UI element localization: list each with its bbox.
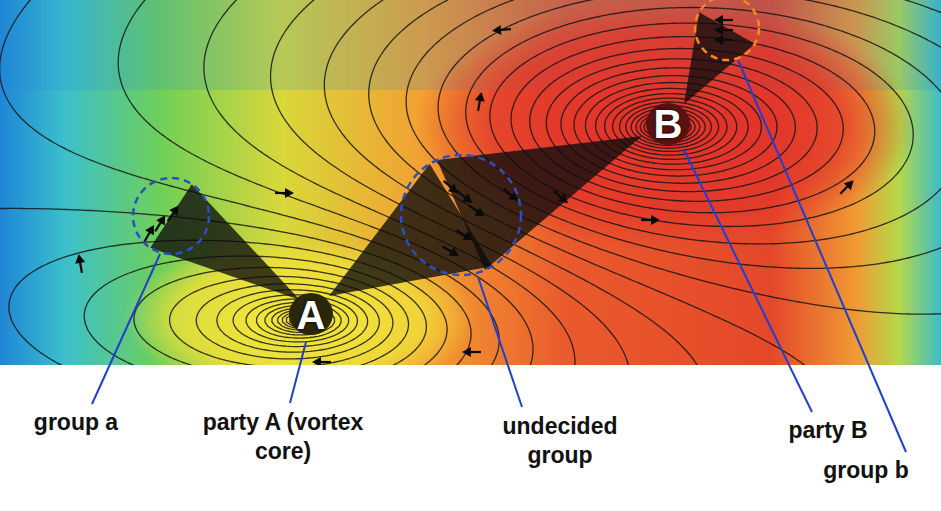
dashed-circle: [695, 0, 759, 60]
arrow-head: [844, 177, 857, 190]
streamline: [612, 98, 727, 155]
streamline: [0, 0, 941, 365]
streamline: [0, 0, 941, 365]
core-letter: A: [297, 290, 326, 340]
arrow-head: [462, 193, 475, 206]
streamline: [0, 0, 941, 365]
streamline: [118, 0, 941, 365]
flow-arrow: [714, 35, 733, 45]
flow-arrow: [492, 24, 512, 36]
leader-line: [92, 254, 160, 404]
arrow-head: [651, 215, 660, 225]
flow-arrow: [74, 253, 87, 273]
streamline: [0, 0, 941, 365]
arrow-head: [558, 194, 571, 207]
leader-lines: [92, 60, 906, 452]
flow-arrow: [312, 357, 331, 365]
arrow-head: [74, 253, 85, 264]
flow-arrow: [440, 177, 461, 197]
flow-arrow: [500, 185, 521, 205]
flow-arrow: [473, 91, 486, 111]
arrow-head: [156, 213, 169, 226]
streamline: [0, 0, 941, 365]
arrow-head: [463, 231, 476, 244]
influence-wedge: [150, 184, 300, 300]
flow-arrow: [440, 242, 461, 260]
dashed-circle: [133, 178, 209, 254]
streamline: [324, 0, 941, 365]
leader-line: [738, 60, 906, 452]
streamline: [0, 0, 941, 365]
arrow-head: [714, 35, 723, 45]
streamline: [0, 0, 941, 365]
streamline: [0, 0, 941, 365]
streamlines: [0, 0, 941, 365]
streamline: [0, 0, 941, 365]
streamline: [271, 0, 941, 365]
arrow-head: [285, 188, 294, 198]
streamline: [204, 0, 941, 365]
arrow-head: [474, 207, 487, 220]
flow-arrows: [74, 15, 858, 365]
arrow-head: [714, 25, 723, 35]
streamline: [0, 0, 941, 365]
streamline: [0, 0, 941, 365]
streamline: [0, 0, 941, 365]
leader-line: [290, 342, 306, 403]
flow-arrow: [641, 215, 660, 225]
flow-arrow: [714, 15, 733, 25]
flow-arrow: [454, 187, 475, 207]
arrow-head: [714, 15, 723, 25]
flow-arrow: [837, 177, 858, 198]
influence-wedges: [150, 12, 755, 300]
flow-arrow: [466, 202, 487, 221]
streamline: [406, 0, 941, 314]
streamline: [0, 0, 941, 365]
flow-arrow: [164, 203, 183, 224]
streamline: [0, 0, 941, 365]
flow-arrow: [140, 223, 158, 244]
core-letter: B: [654, 99, 683, 149]
callout-label: undecided group: [485, 412, 635, 470]
arrow-head: [312, 357, 321, 365]
flow-arrow: [275, 188, 294, 198]
leader-line: [478, 277, 522, 407]
arrow-head: [448, 184, 461, 197]
arrow-head: [449, 247, 462, 260]
callout-label: group a: [34, 408, 118, 437]
arrow-head: [492, 25, 502, 36]
dashed-circle: [401, 155, 521, 275]
streamline: [0, 0, 941, 365]
field-group: [0, 0, 941, 365]
flow-arrow: [714, 25, 733, 35]
arrow-head: [475, 91, 486, 102]
flow-arrow: [550, 187, 571, 207]
arrow-head: [169, 203, 182, 216]
flow-arrow: [151, 213, 170, 234]
streamline: [0, 0, 941, 365]
streamline: [369, 0, 941, 365]
streamline: [0, 0, 941, 365]
callout-label: party A (vortex core): [199, 408, 367, 466]
streamline: [0, 0, 941, 365]
arrow-head: [462, 347, 471, 357]
streamline: [0, 0, 941, 365]
callout-label: party B: [788, 416, 867, 445]
flow-arrow: [462, 347, 481, 357]
streamline: [0, 0, 941, 365]
flow-arrow: [454, 226, 475, 245]
callout-label: group b: [823, 456, 909, 485]
streamline: [0, 0, 941, 365]
